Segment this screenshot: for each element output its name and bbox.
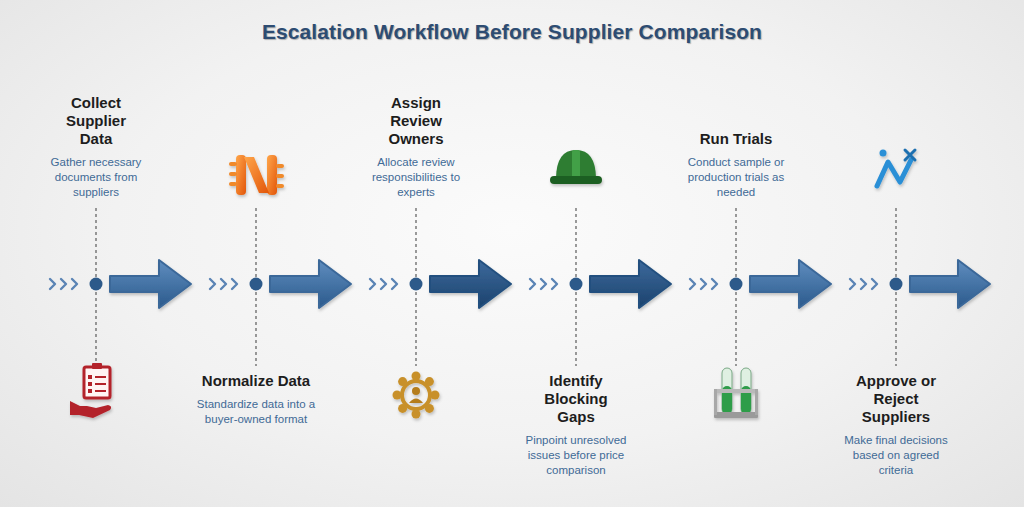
- chevron-marks: [210, 279, 237, 289]
- step-text-group: Approve or Reject SuppliersMake final de…: [821, 372, 971, 478]
- chevron-marks: [50, 279, 77, 289]
- step-text-group: Assign Review OwnersAllocate review resp…: [341, 94, 491, 200]
- step-dot: [570, 278, 583, 291]
- step-description: Gather necessary documents from supplier…: [42, 155, 150, 200]
- step-dot: [250, 278, 263, 291]
- step-node: Assign Review OwnersAllocate review resp…: [341, 86, 491, 496]
- step-node: Normalize DataStandardize data into a bu…: [181, 86, 331, 496]
- step-description: Conduct sample or production trials as n…: [685, 155, 787, 200]
- team-gear-icon: [393, 372, 440, 419]
- chevron-marks: [530, 279, 557, 289]
- chevron-marks: [850, 279, 877, 289]
- step-node: Collect Supplier DataGather necessary do…: [21, 86, 171, 496]
- helmet-icon: [550, 150, 602, 184]
- test-tubes-icon: [714, 368, 758, 418]
- flow-arrow: [750, 260, 831, 308]
- flow-arrow: [590, 260, 671, 308]
- step-text-group: Normalize DataStandardize data into a bu…: [181, 372, 331, 427]
- chevron-marks: [690, 279, 717, 289]
- step-dot: [90, 278, 103, 291]
- normalize-icon: [229, 155, 284, 195]
- flow-arrow: [110, 260, 191, 308]
- step-description: Make final decisions based on agreed cri…: [843, 433, 949, 478]
- step-node: Identify Blocking GapsPinpoint unresolve…: [501, 86, 651, 496]
- step-heading: Run Trials: [671, 130, 801, 148]
- step-node: Run TrialsConduct sample or production t…: [661, 86, 811, 496]
- step-heading: Approve or Reject Suppliers: [846, 372, 946, 426]
- flow-arrow: [270, 260, 351, 308]
- step-dot: [890, 278, 903, 291]
- diagram-title: Escalation Workflow Before Supplier Comp…: [0, 20, 1024, 44]
- step-dot: [730, 278, 743, 291]
- step-heading: Normalize Data: [191, 372, 321, 390]
- step-text-group: Run TrialsConduct sample or production t…: [661, 130, 811, 200]
- step-node: Approve or Reject SuppliersMake final de…: [821, 86, 971, 496]
- chevron-marks: [370, 279, 397, 289]
- step-description: Standardize data into a buyer-owned form…: [181, 397, 331, 427]
- step-description: Allocate review responsibilities to expe…: [357, 155, 475, 200]
- flow-arrow: [430, 260, 511, 308]
- step-heading: Collect Supplier Data: [51, 94, 141, 148]
- step-description: Pinpoint unresolved issues before price …: [523, 433, 629, 478]
- step-text-group: Collect Supplier DataGather necessary do…: [21, 94, 171, 200]
- exit-arrow: [910, 260, 990, 308]
- clipboard-icon: [70, 363, 111, 418]
- step-heading: Identify Blocking Gaps: [536, 372, 616, 426]
- step-heading: Assign Review Owners: [376, 94, 456, 148]
- step-text-group: Identify Blocking GapsPinpoint unresolve…: [501, 372, 651, 478]
- decision-icon: [877, 150, 915, 187]
- step-dot: [410, 278, 423, 291]
